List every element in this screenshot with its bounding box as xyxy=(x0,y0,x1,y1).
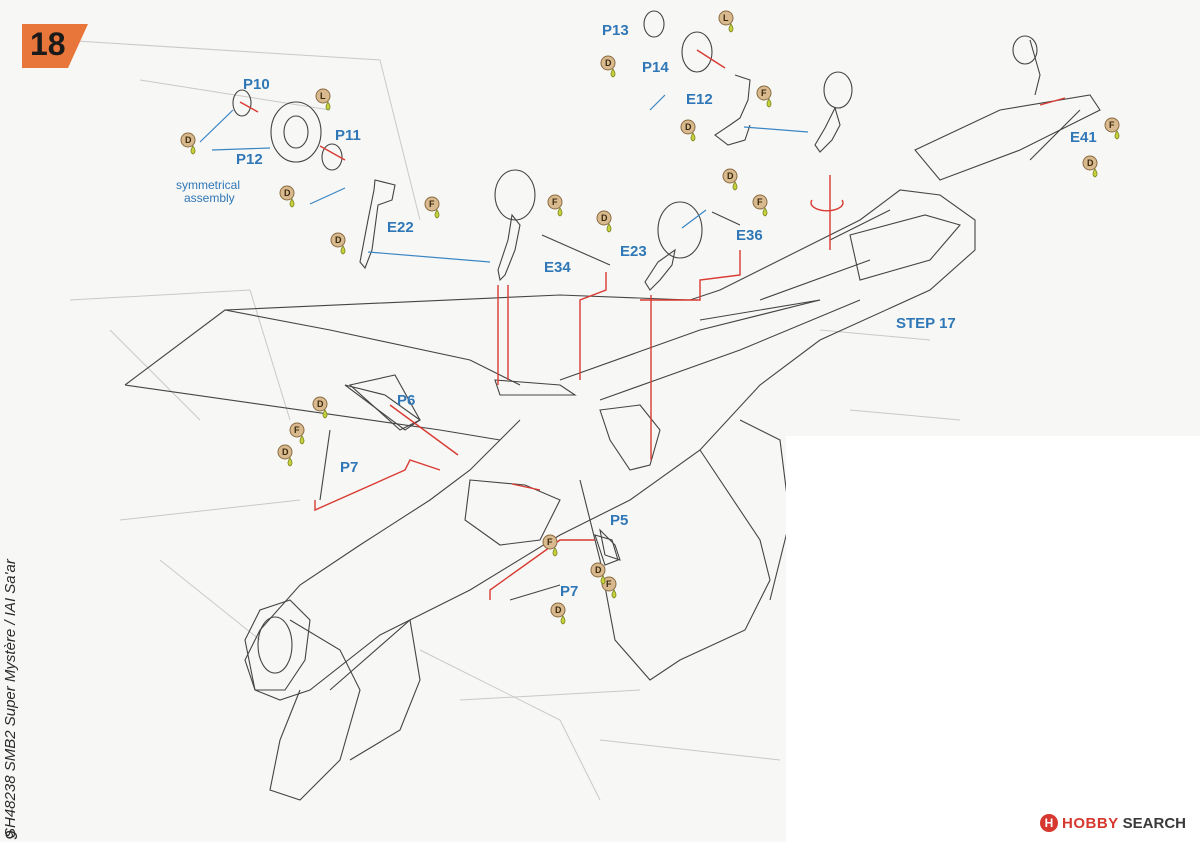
label-P7a: P7 xyxy=(340,459,358,476)
tire-P14 xyxy=(681,31,713,73)
glue-D-4: D xyxy=(596,210,612,233)
label-P12: P12 xyxy=(236,151,263,168)
label-P10: P10 xyxy=(243,76,270,93)
svg-text:D: D xyxy=(282,447,289,457)
label-E34: E34 xyxy=(544,259,571,276)
svg-text:L: L xyxy=(723,13,729,23)
rod-E41 xyxy=(1029,109,1081,161)
svg-text:D: D xyxy=(185,135,192,145)
step-number: 18 xyxy=(30,26,66,62)
svg-text:F: F xyxy=(606,579,612,589)
svg-text:D: D xyxy=(601,213,608,223)
rod-E34 xyxy=(541,234,611,266)
rod-E36 xyxy=(711,211,741,226)
label-P14: P14 xyxy=(642,59,669,76)
svg-text:L: L xyxy=(320,91,326,101)
hub-P11 xyxy=(321,143,343,171)
page-number: 9 xyxy=(2,830,21,840)
glue-F-6: F xyxy=(289,422,305,445)
strut-E12 xyxy=(714,74,751,146)
wheel-E23 xyxy=(657,201,703,259)
svg-text:F: F xyxy=(547,537,553,547)
glue-F-7: F xyxy=(542,534,558,557)
brand-watermark: H HOBBY SEARCH xyxy=(1040,812,1186,834)
label-E22: E22 xyxy=(387,219,414,236)
bay-assembly xyxy=(914,94,1101,181)
strut-E22 xyxy=(359,179,396,270)
glue-F-4: F xyxy=(756,85,772,108)
brand-logo-icon: H xyxy=(1040,814,1058,832)
blank-area xyxy=(786,436,1200,842)
label-P11: P11 xyxy=(335,127,361,144)
rod-P7b xyxy=(509,584,561,601)
svg-text:F: F xyxy=(1109,120,1115,130)
door-P5 xyxy=(594,534,619,566)
label-E36: E36 xyxy=(736,227,763,244)
label-P13: P13 xyxy=(602,22,629,39)
glue-D-8: D xyxy=(1082,155,1098,178)
label-step17: STEP 17 xyxy=(896,315,956,332)
hub-P10 xyxy=(232,89,252,117)
svg-text:D: D xyxy=(595,565,602,575)
note-line1: symmetrical xyxy=(176,178,240,192)
svg-text:D: D xyxy=(335,235,342,245)
label-P5: P5 xyxy=(610,512,628,529)
glue-F-2: F xyxy=(547,194,563,217)
glue-D-1: D xyxy=(180,132,196,155)
svg-text:D: D xyxy=(284,188,291,198)
svg-text:D: D xyxy=(727,171,734,181)
glue-L-2: L xyxy=(718,10,734,33)
note-line2: assembly xyxy=(184,191,235,205)
svg-text:F: F xyxy=(761,88,767,98)
glue-D-5: D xyxy=(722,168,738,191)
step-badge xyxy=(22,24,88,68)
hub-P13 xyxy=(643,10,665,38)
glue-F-3: F xyxy=(752,194,768,217)
tire-P12 xyxy=(270,101,322,163)
svg-text:D: D xyxy=(555,605,562,615)
label-P7b: P7 xyxy=(560,583,578,600)
glue-D-6: D xyxy=(600,55,616,78)
glue-D-2: D xyxy=(279,185,295,208)
label-E23: E23 xyxy=(620,243,647,260)
glue-symbols: D L D F D F D D F L D F D F D D F D F F … xyxy=(180,10,1120,625)
placement-lines xyxy=(239,49,1066,600)
glue-F-5: F xyxy=(1104,117,1120,140)
glue-D-11: D xyxy=(590,562,606,585)
side-title: SH48238 SMB2 Super Mystère / IAI Sa'ar xyxy=(2,559,19,838)
rod-P7a xyxy=(319,429,331,501)
svg-text:D: D xyxy=(317,399,324,409)
glue-D-9: D xyxy=(312,396,328,419)
glue-D-12: D xyxy=(550,602,566,625)
svg-text:F: F xyxy=(294,425,300,435)
assembly-arrows xyxy=(199,94,809,263)
label-P6: P6 xyxy=(397,392,415,409)
glue-F-1: F xyxy=(424,196,440,219)
glue-F-8: F xyxy=(601,576,617,599)
door-P6 xyxy=(344,384,421,431)
brand-name-1: HOBBY xyxy=(1062,814,1119,832)
glue-L-1: L xyxy=(315,88,331,111)
svg-text:F: F xyxy=(552,197,558,207)
nose-gear-top xyxy=(1029,39,1041,96)
svg-text:F: F xyxy=(429,199,435,209)
label-E41: E41 xyxy=(1070,129,1097,146)
brand-name-2: SEARCH xyxy=(1122,814,1187,832)
wheel-left xyxy=(494,169,536,221)
glue-D-7: D xyxy=(680,119,696,142)
part-labels: P10 P11 P12 P13 P14 E12 E22 E23 E34 E36 … xyxy=(176,22,1097,600)
wheel-nose xyxy=(823,71,853,109)
aircraft-fuselage xyxy=(124,189,976,801)
svg-text:D: D xyxy=(605,58,612,68)
svg-text:D: D xyxy=(1087,158,1094,168)
svg-text:F: F xyxy=(757,197,763,207)
glue-D-3: D xyxy=(330,232,346,255)
label-E12: E12 xyxy=(686,91,713,108)
svg-text:D: D xyxy=(685,122,692,132)
glue-D-10: D xyxy=(277,444,293,467)
parts xyxy=(232,10,1101,601)
